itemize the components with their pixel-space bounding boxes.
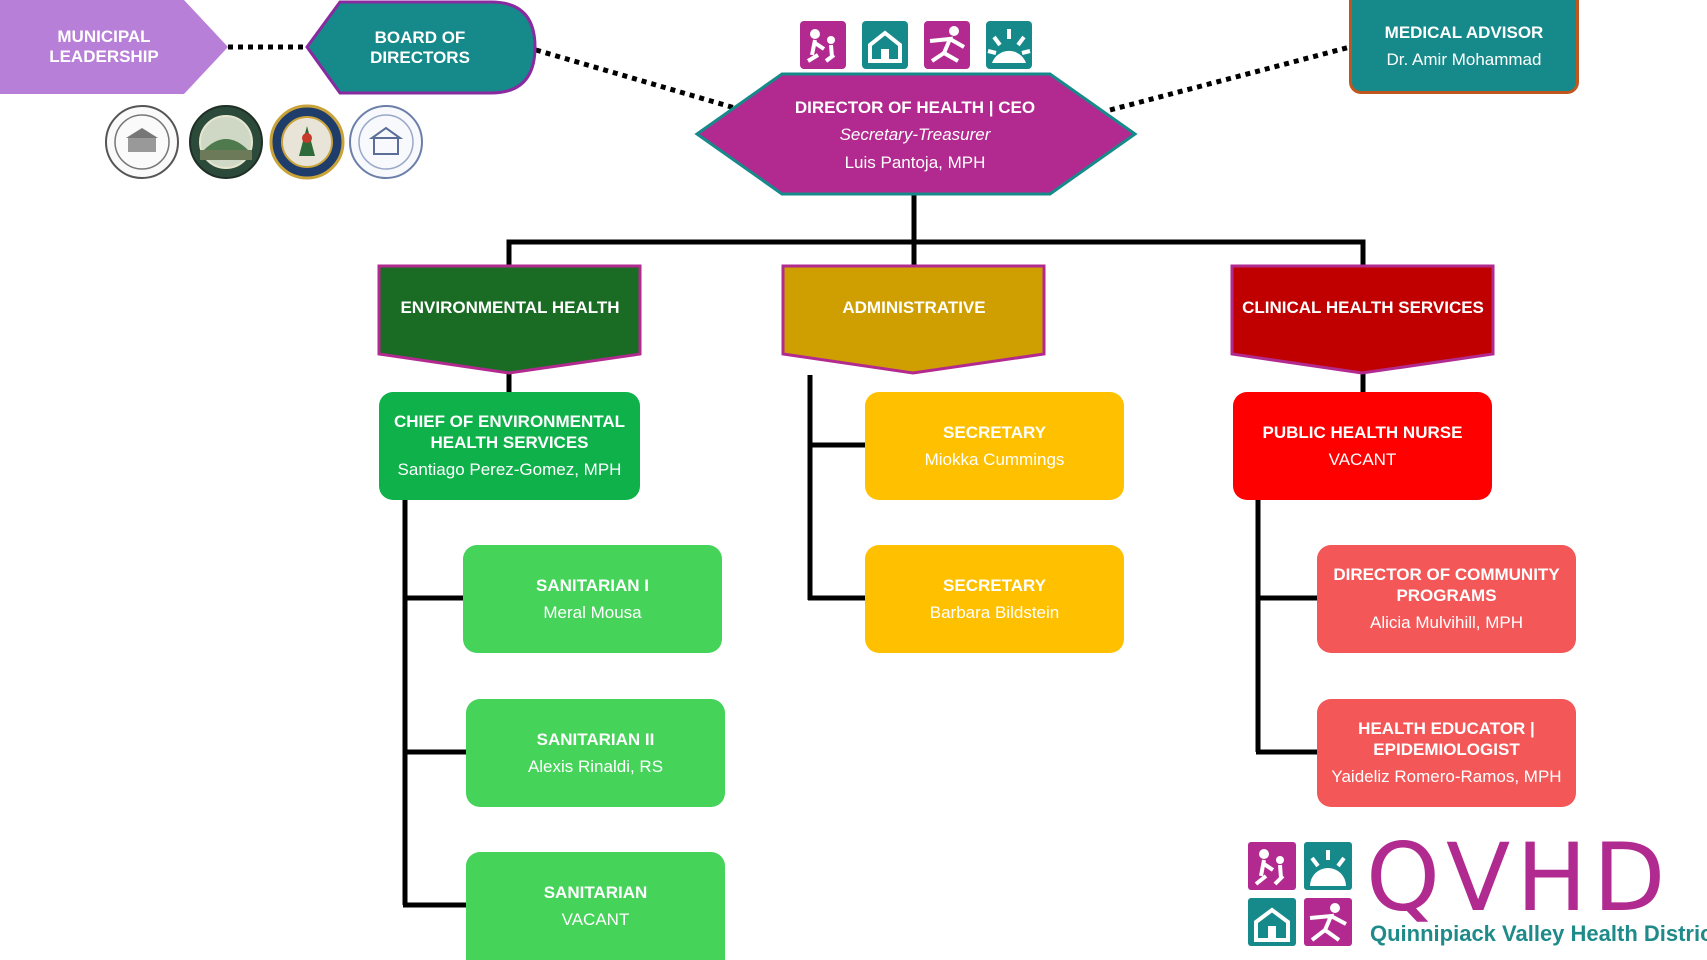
health-educator-box: HEALTH EDUCATOR | EPIDEMIOLOGIST Yaideli…	[1317, 699, 1576, 807]
director-shape	[694, 72, 1138, 196]
hamden-seal-icon	[188, 104, 264, 180]
sanitarian-3-title: SANITARIAN	[543, 882, 648, 902]
chief-environmental-title: CHIEF OF ENVIRONMENTAL HEALTH SERVICES	[393, 412, 626, 452]
clinical-health-services-label: CLINICAL HEALTH SERVICES	[1242, 298, 1484, 317]
runner-icon	[924, 21, 970, 69]
public-health-nurse-title: PUBLIC HEALTH NURSE	[1262, 422, 1463, 442]
environmental-health-shape	[377, 264, 642, 375]
chief-environmental-name: Santiago Perez-Gomez, MPH	[397, 460, 622, 479]
medical-advisor-box: MEDICAL ADVISOR Dr. Amir Mohammad	[1349, 0, 1579, 94]
sanitarian-3-name: VACANT	[561, 909, 630, 929]
community-programs-box: DIRECTOR OF COMMUNITY PROGRAMS Alicia Mu…	[1317, 545, 1576, 653]
community-programs-title: DIRECTOR OF COMMUNITY PROGRAMS	[1333, 565, 1560, 605]
qvhd-wordmark: QVHD	[1366, 824, 1672, 933]
logo-family-icon	[1248, 842, 1296, 890]
director-name: Luis Pantoja, MPH	[844, 152, 986, 172]
clinical-health-services-shape	[1230, 264, 1495, 375]
municipal-leadership-shape	[0, 0, 228, 94]
board-of-directors-shape	[305, 0, 537, 95]
community-programs-name: Alicia Mulvihill, MPH	[1369, 613, 1524, 632]
family-icon	[800, 21, 846, 69]
sanitarian-2-name: Alexis Rinaldi, RS	[527, 756, 664, 776]
house-icon	[862, 21, 908, 69]
north-haven-seal-icon	[269, 104, 345, 180]
secretary-1-name: Miokka Cummings	[924, 449, 1065, 469]
board-of-directors-label: BOARD OF DIRECTORS	[370, 28, 470, 67]
sanitarian-2-title: SANITARIAN II	[536, 729, 655, 749]
secretary-1-box: SECRETARY Miokka Cummings	[865, 392, 1124, 500]
health-educator-name: Yaideliz Romero-Ramos, MPH	[1331, 767, 1562, 786]
administrative-shape	[781, 264, 1046, 375]
sanitarian-1-title: SANITARIAN I	[535, 575, 649, 595]
administrative-label: ADMINISTRATIVE	[842, 298, 986, 317]
public-health-nurse-box: PUBLIC HEALTH NURSE VACANT	[1233, 392, 1492, 500]
logo-sun-icon	[1304, 842, 1352, 890]
sanitarian-3-box: SANITARIAN VACANT	[466, 852, 725, 960]
secretary-2-name: Barbara Bildstein	[929, 602, 1060, 622]
sanitarian-1-box: SANITARIAN I Meral Mousa	[463, 545, 722, 653]
director-box: DIRECTOR OF HEALTH | CEO Secretary-Treas…	[760, 72, 1070, 198]
woodbridge-seal-icon	[348, 104, 424, 180]
environmental-health-label: ENVIRONMENTAL HEALTH	[400, 298, 620, 317]
sanitarian-2-box: SANITARIAN II Alexis Rinaldi, RS	[466, 699, 725, 807]
public-health-nurse-name: VACANT	[1328, 449, 1397, 469]
chief-environmental-box: CHIEF OF ENVIRONMENTAL HEALTH SERVICES S…	[379, 392, 640, 500]
director-subtitle: Secretary-Treasurer	[839, 124, 991, 144]
secretary-2-title: SECRETARY	[943, 575, 1046, 595]
logo-runner-icon	[1304, 898, 1352, 946]
secretary-2-box: SECRETARY Barbara Bildstein	[865, 545, 1124, 653]
sun-icon	[986, 21, 1032, 69]
medical-advisor-name: Dr. Amir Mohammad	[1386, 50, 1542, 69]
health-educator-title: HEALTH EDUCATOR | EPIDEMIOLOGIST	[1358, 719, 1535, 759]
medical-advisor-title: MEDICAL ADVISOR	[1384, 23, 1544, 42]
secretary-1-title: SECRETARY	[943, 422, 1046, 442]
qvhd-full-name: Quinnipiack Valley Health District	[1370, 921, 1707, 946]
sanitarian-1-name: Meral Mousa	[543, 602, 642, 622]
logo-house-icon	[1248, 898, 1296, 946]
bethany-seal-icon	[104, 104, 180, 180]
municipal-leadership-label: MUNICIPAL LEADERSHIP	[49, 27, 159, 66]
director-title: DIRECTOR OF HEALTH | CEO	[794, 97, 1036, 117]
